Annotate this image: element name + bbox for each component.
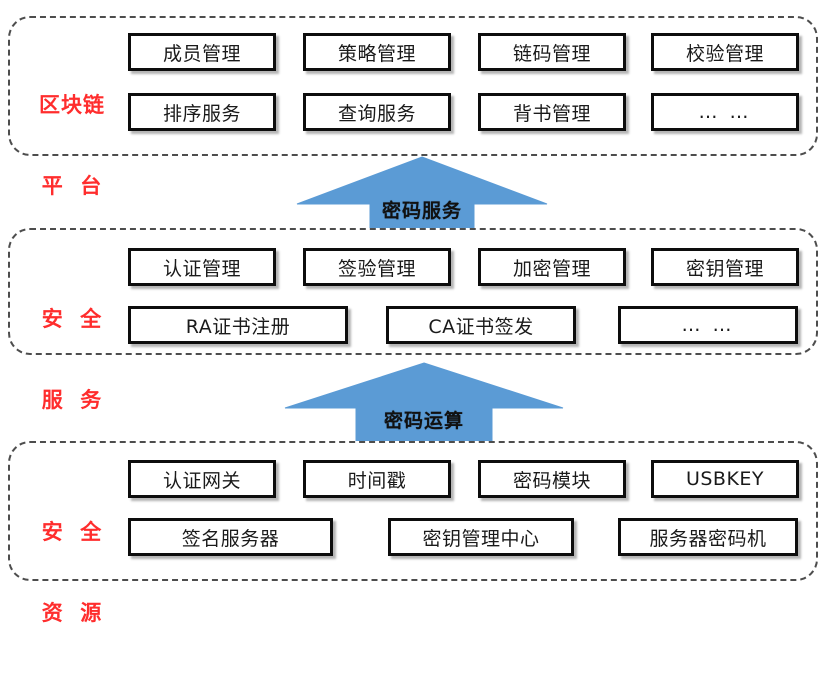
layer-caption-platform-line-1: 区块链	[39, 93, 105, 117]
box-chaincode-management[interactable]: 链码管理	[478, 33, 626, 71]
layer-caption-security-service-line-1: 安 全	[41, 307, 103, 331]
box-verification-management[interactable]: 校验管理	[651, 33, 799, 71]
layer-caption-platform-line-2: 平 台	[41, 174, 103, 198]
arrow-cipher-service-label: 密码服务	[381, 200, 462, 222]
layer-caption-security-resource: 安 全 资 源	[22, 465, 122, 681]
layer-caption-security-resource-line-2: 资 源	[41, 601, 103, 625]
layer-caption-platform: 区块链 平 台	[22, 38, 122, 254]
box-authentication-management[interactable]: 认证管理	[128, 248, 276, 286]
box-signature-server[interactable]: 签名服务器	[128, 518, 333, 556]
box-timestamp[interactable]: 时间戳	[303, 460, 451, 498]
box-ra-certificate-registration[interactable]: RA证书注册	[128, 306, 348, 344]
box-server-cipher-machine[interactable]: 服务器密码机	[618, 518, 798, 556]
diagram-canvas: 区块链 平 台 成员管理 策略管理 链码管理 校验管理 排序服务 查询服务 背书…	[8, 16, 818, 625]
layer-caption-security-service-line-2: 服 务	[41, 388, 103, 412]
box-member-management[interactable]: 成员管理	[128, 33, 276, 71]
box-ordering-service[interactable]: 排序服务	[128, 93, 276, 131]
box-key-management-center[interactable]: 密钥管理中心	[388, 518, 574, 556]
layer-caption-security-service: 安 全 服 务	[22, 252, 122, 468]
layer-caption-security-resource-line-1: 安 全	[41, 520, 103, 544]
box-query-service[interactable]: 查询服务	[303, 93, 451, 131]
box-encryption-management[interactable]: 加密管理	[478, 248, 626, 286]
arrow-cipher-operation: 密码运算	[284, 362, 564, 444]
box-key-management[interactable]: 密钥管理	[651, 248, 799, 286]
box-signature-verification-management[interactable]: 签验管理	[303, 248, 451, 286]
box-usbkey[interactable]: USBKEY	[651, 460, 799, 498]
box-cipher-module[interactable]: 密码模块	[478, 460, 626, 498]
arrow-cipher-operation-label: 密码运算	[383, 410, 464, 432]
box-security-service-more[interactable]: … …	[618, 306, 798, 344]
arrow-cipher-service: 密码服务	[296, 156, 548, 232]
box-endorsement-management[interactable]: 背书管理	[478, 93, 626, 131]
box-platform-more[interactable]: … …	[651, 93, 799, 131]
box-authentication-gateway[interactable]: 认证网关	[128, 460, 276, 498]
box-policy-management[interactable]: 策略管理	[303, 33, 451, 71]
box-ca-certificate-issuance[interactable]: CA证书签发	[386, 306, 576, 344]
